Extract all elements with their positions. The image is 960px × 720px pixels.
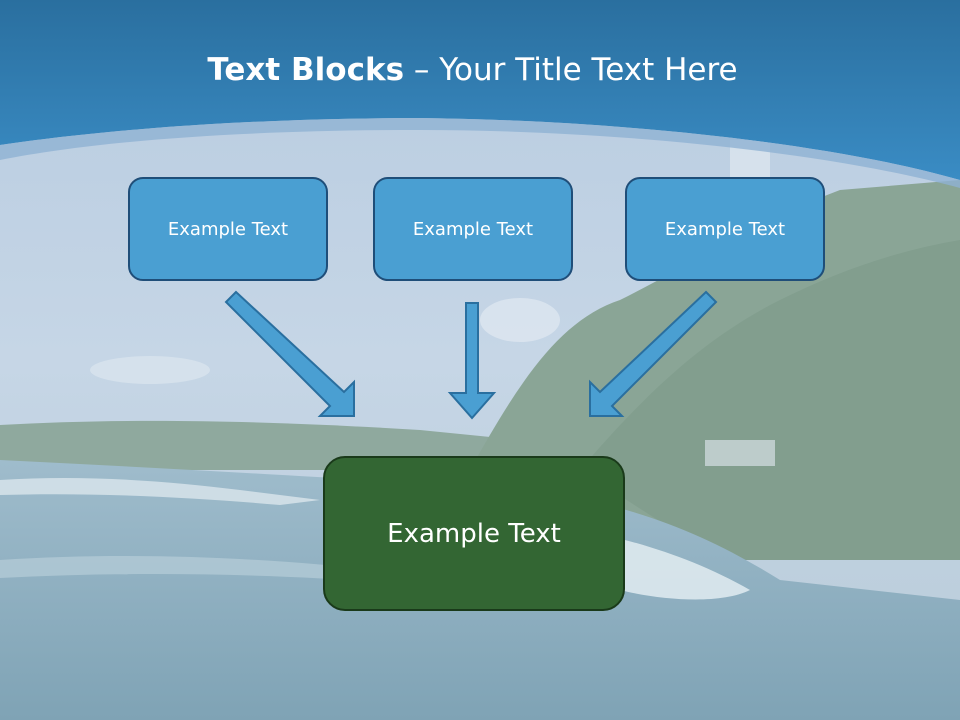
top-box-center[interactable]: Example Text: [373, 177, 573, 281]
title-bold-part: Text Blocks: [207, 52, 405, 88]
slide-title: Text Blocks – Your Title Text Here: [0, 52, 945, 88]
arrow-left-diagonal: [224, 290, 355, 417]
bottom-box-label: Example Text: [387, 518, 561, 549]
arrow-center-down: [447, 302, 497, 420]
top-box-center-label: Example Text: [412, 218, 534, 240]
title-rest: Your Title Text Here: [439, 52, 738, 88]
top-box-left[interactable]: Example Text: [128, 177, 328, 281]
arrow-right-diagonal: [589, 290, 718, 417]
top-box-left-label: Example Text: [167, 218, 289, 240]
title-dash: –: [404, 52, 440, 88]
bottom-box[interactable]: Example Text: [323, 456, 625, 611]
top-box-right[interactable]: Example Text: [625, 177, 825, 281]
top-box-right-label: Example Text: [664, 218, 786, 240]
